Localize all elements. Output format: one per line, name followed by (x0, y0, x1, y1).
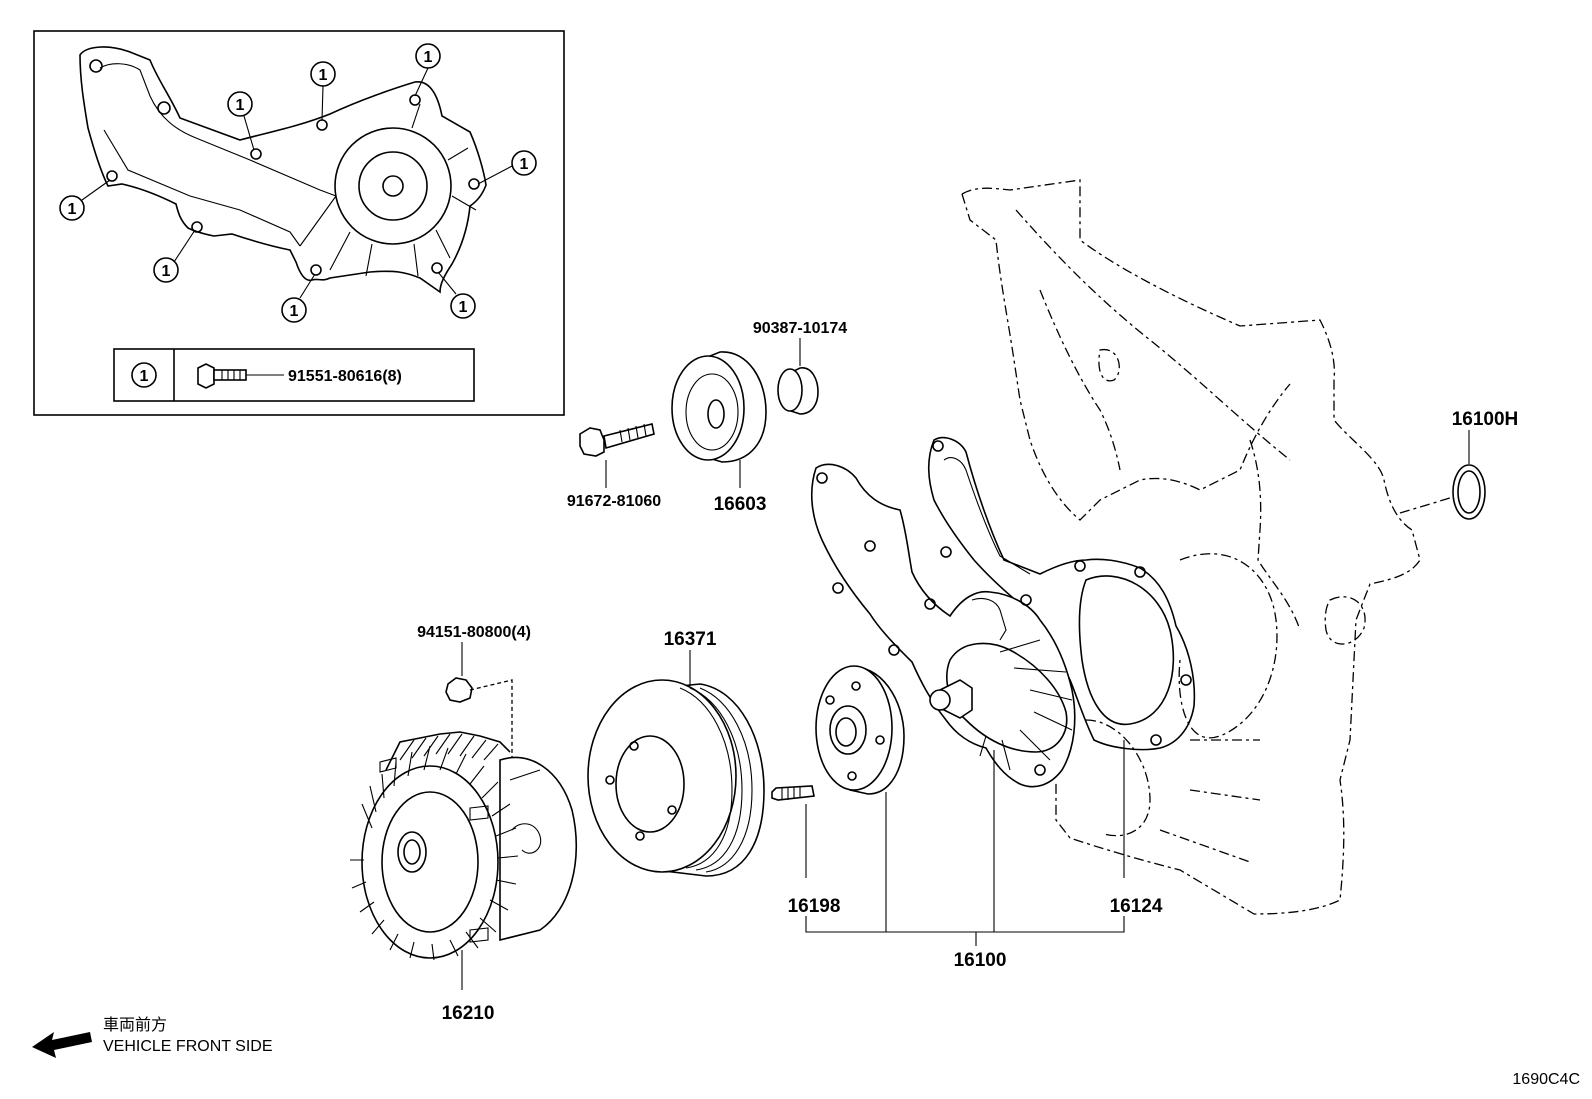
inset-gasket-outline (79, 46, 487, 294)
callout-6: 1 (153, 229, 196, 283)
inset-gasket-inner (99, 63, 337, 247)
assembly-bracket (805, 740, 1125, 946)
label-16603[interactable]: 16603 (714, 494, 767, 515)
bolt-91672 (579, 423, 655, 488)
callout-2: 1 (310, 61, 336, 121)
svg-text:1: 1 (140, 368, 149, 385)
svg-text:1: 1 (459, 299, 468, 316)
callout-4: 1 (477, 150, 537, 185)
direction-english: VEHICLE FRONT SIDE (103, 1038, 273, 1055)
svg-text:1: 1 (290, 303, 299, 320)
svg-text:1: 1 (236, 97, 245, 114)
fan-clutch-16210 (350, 731, 578, 990)
label-16210[interactable]: 16210 (442, 1003, 495, 1024)
direction-japanese: 車両前方 (103, 1016, 167, 1034)
bushing-90387 (777, 338, 819, 415)
svg-text:1: 1 (162, 263, 171, 280)
legend-part-number[interactable]: 91551-80616(8) (288, 368, 402, 385)
svg-text:1: 1 (424, 49, 433, 66)
svg-text:1: 1 (68, 201, 77, 218)
callout-7: 1 (281, 273, 316, 323)
idler-pulley-16603 (671, 351, 767, 488)
fan-pulley-16371 (587, 650, 765, 877)
callout-1: 1 (414, 43, 441, 97)
label-16100H[interactable]: 16100H (1452, 409, 1519, 430)
label-90387[interactable]: 90387-10174 (753, 320, 847, 337)
stud-16198 (771, 785, 815, 878)
callout-8: 1 (437, 271, 476, 319)
label-94151[interactable]: 94151-80800(4) (417, 624, 531, 641)
vehicle-front-indicator: 車両前方 VEHICLE FRONT SIDE (32, 1016, 273, 1058)
timing-cover (961, 179, 1451, 915)
label-91672[interactable]: 91672-81060 (567, 493, 661, 510)
callout-3: 1 (227, 91, 255, 151)
svg-text:1: 1 (520, 156, 529, 173)
bolt-icon (197, 363, 247, 389)
inset-legend: 1 91551-80616(8) (113, 348, 475, 402)
label-16124[interactable]: 16124 (1110, 896, 1163, 917)
label-16371[interactable]: 16371 (664, 629, 717, 650)
water-pump (810, 463, 1076, 788)
callout-5: 1 (59, 179, 111, 221)
label-16198[interactable]: 16198 (788, 896, 841, 917)
label-16100[interactable]: 16100 (954, 950, 1007, 971)
o-ring-16100H (1452, 430, 1486, 520)
left-arrow-icon (32, 1032, 92, 1058)
nut-94151 (445, 642, 513, 760)
inset-box: 1 1 1 1 1 1 1 (33, 30, 565, 416)
diagram-code: 1690C4C (1512, 1071, 1580, 1088)
pump-flange (815, 665, 905, 795)
water-pump-gasket (927, 436, 1196, 751)
svg-text:1: 1 (319, 67, 328, 84)
